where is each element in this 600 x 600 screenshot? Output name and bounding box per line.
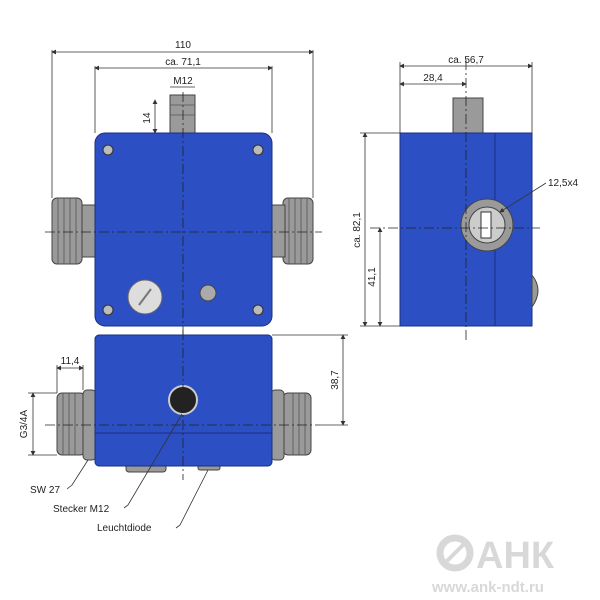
side-knob [531,273,539,309]
bottom-view: 38,7 11,4 G3/4A SW 27 Stecker M12 Leucht… [19,330,348,534]
label-sw27: SW 27 [30,485,60,496]
dim-side-half: 28,4 [423,73,443,84]
housing-top [94,132,273,327]
screws [102,144,264,316]
slot [480,211,492,239]
dim-bottom-height: 38,7 [330,370,341,390]
dim-thread-length: 11,4 [61,356,80,367]
dim-thread: G3/4A [19,410,30,439]
watermark-url: www.ank-ndt.ru [431,579,544,596]
dim-side-height: ca. 82,1 [352,212,363,248]
dim-110: 110 [175,40,191,51]
dim-axis-height: 41,1 [367,267,378,287]
top-view: 110 ca. 71,1 M12 14 [45,40,322,345]
watermark-brand: АНК [476,535,555,577]
watermark-logo: АНК www.ank-ndt.ru [431,534,555,596]
label-stecker: Stecker M12 [53,504,110,515]
dim-body-width: ca. 71,1 [165,57,201,68]
label-leuchtdiode: Leuchtdiode [97,523,152,534]
left-fitting-bottom [56,392,86,456]
left-fitting [51,197,83,265]
dim-slot: 12,5x4 [548,178,578,189]
dim-14: 14 [142,112,153,124]
dim-side-width: ca. 56,7 [448,55,484,66]
m12-connector-side [452,97,484,135]
side-view: ca. 56,7 28,4 ca. 82,1 41,1 12,5x4 [352,55,578,340]
led-top [199,284,217,302]
dim-m12: M12 [173,76,193,87]
right-fitting [282,197,314,265]
right-fitting-bottom [282,392,312,456]
